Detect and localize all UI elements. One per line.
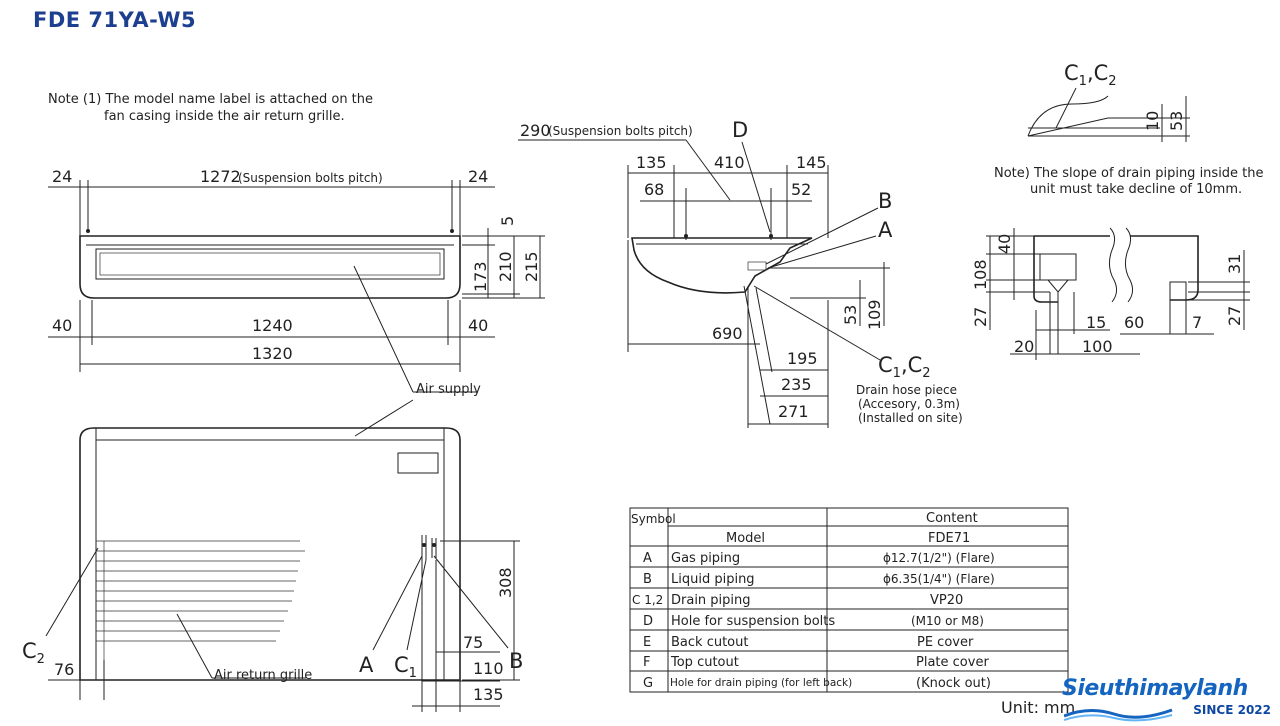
table-header-symbol: Symbol (631, 512, 676, 526)
dim-53-slope: 53 (1167, 111, 1186, 131)
dim-1272: 1272 (200, 167, 241, 186)
label-c1c2-side: C1,C2 (878, 353, 931, 381)
table-row-item: Hole for drain piping (for left back) (670, 677, 852, 689)
dim-109: 109 (865, 299, 884, 330)
table-header-content: Content (926, 511, 978, 526)
drain-hose-line3: (Installed on site) (858, 411, 963, 425)
dim-40-left: 40 (52, 316, 72, 335)
dim-60: 60 (1124, 313, 1144, 332)
dim-290-note: (Suspension bolts pitch) (548, 124, 693, 138)
dim-75: 75 (463, 633, 483, 652)
note-slope-line1: Note) The slope of drain piping inside t… (994, 166, 1264, 181)
table-row-symbol: E (643, 635, 651, 650)
dim-1272-note: (Suspension bolts pitch) (238, 171, 383, 185)
dim-135-side: 135 (636, 153, 667, 172)
table-model-label: Model (726, 531, 765, 546)
drain-hose-line1: Drain hose piece (856, 383, 957, 397)
dim-10: 10 (1143, 111, 1162, 131)
table-row-item: Gas piping (671, 551, 740, 566)
label-c2: C2 (22, 639, 45, 667)
dim-235: 235 (781, 375, 812, 394)
bottom-view: 308 76 75 110 135 C2 Air return grille A… (22, 427, 523, 712)
table-row-symbol: G (643, 676, 653, 691)
model-title: FDE 71YA-W5 (33, 8, 197, 32)
table-row-symbol: A (643, 551, 652, 566)
table-row-value: ϕ6.35(1/4") (Flare) (883, 572, 995, 586)
table-row-symbol: D (643, 614, 653, 629)
side-view: 290 (Suspension bolts pitch) D 135 410 1… (518, 118, 963, 428)
dim-210: 210 (496, 251, 515, 282)
dim-40-detail: 40 (995, 234, 1014, 254)
table-row-item: Hole for suspension bolts (671, 614, 835, 629)
table-row-item: Top cutout (670, 655, 739, 670)
dim-7: 7 (1192, 313, 1202, 332)
dim-15: 15 (1086, 313, 1106, 332)
dim-27-left: 27 (971, 307, 990, 327)
dim-690: 690 (712, 324, 743, 343)
spec-table: Symbol Content Model FDE71 A Gas piping … (629, 507, 1069, 693)
air-supply-label: Air supply (416, 382, 481, 397)
dim-31: 31 (1225, 254, 1244, 274)
dim-410: 410 (714, 153, 745, 172)
note-slope-line2: unit must take decline of 10mm. (1030, 182, 1242, 197)
table-row-value: (M10 or M8) (911, 614, 984, 628)
dim-195: 195 (787, 349, 818, 368)
dim-20: 20 (1014, 337, 1034, 356)
brand-logo: Sieuthimaylanh SINCE 2022 (1062, 676, 1277, 722)
table-row-value: Plate cover (916, 655, 989, 670)
dim-271: 271 (778, 402, 809, 421)
table-row-value: (Knock out) (916, 676, 991, 691)
dim-27-right: 27 (1225, 306, 1244, 326)
table-row-value: PE cover (917, 635, 974, 650)
table-row-item: Drain piping (671, 593, 751, 608)
dim-290: 290 (520, 121, 551, 140)
unit-label: Unit: mm (1001, 698, 1075, 717)
table-row-symbol: B (643, 572, 652, 587)
dim-100: 100 (1082, 337, 1113, 356)
label-b-side: B (878, 189, 892, 213)
logo-tagline: SINCE 2022 (1193, 703, 1271, 717)
label-c1c2-slope: C1,C2 (1064, 61, 1117, 89)
label-d: D (732, 118, 748, 142)
table-row-item: Back cutout (671, 635, 748, 650)
dim-76: 76 (54, 660, 74, 679)
dim-40-right: 40 (468, 316, 488, 335)
dim-24-right: 24 (468, 167, 488, 186)
label-b: B (509, 649, 523, 673)
table-row-symbol: C 1,2 (632, 593, 663, 607)
slope-detail: C1,C2 10 53 (1027, 61, 1190, 142)
dim-173: 173 (471, 261, 490, 292)
table-row-value: VP20 (930, 593, 963, 608)
dim-108: 108 (971, 259, 990, 290)
label-a-side: A (878, 218, 893, 242)
dim-24-left: 24 (52, 167, 72, 186)
table-model-value: FDE71 (928, 531, 970, 546)
logo-name: Sieuthimaylanh (1062, 676, 1248, 701)
dim-5: 5 (498, 216, 517, 226)
table-row-item: Liquid piping (671, 572, 755, 587)
note1-line2: fan casing inside the air return grille. (104, 109, 345, 124)
dim-135: 135 (473, 685, 504, 704)
dim-1320: 1320 (252, 344, 293, 363)
table-row-symbol: F (643, 655, 650, 670)
air-return-label: Air return grille (214, 668, 312, 683)
dim-215: 215 (522, 251, 541, 282)
label-a: A (359, 653, 374, 677)
wave-icon (1064, 708, 1173, 722)
front-view: 24 1272 (Suspension bolts pitch) 24 5 17… (48, 167, 545, 437)
detail-view: 40 108 27 15 20 100 60 7 31 27 (971, 227, 1250, 360)
table-row-value: ϕ12.7(1/2") (Flare) (883, 551, 995, 565)
dim-308: 308 (496, 567, 515, 598)
dim-52: 52 (791, 180, 811, 199)
dim-1240: 1240 (252, 316, 293, 335)
dim-145: 145 (796, 153, 827, 172)
dim-110: 110 (473, 659, 504, 678)
dim-68: 68 (644, 180, 664, 199)
drain-hose-line2: (Accesory, 0.3m) (858, 397, 960, 411)
dim-53-side: 53 (841, 305, 860, 325)
note1-line1: Note (1) The model name label is attache… (48, 92, 373, 107)
label-c1: C1 (394, 653, 417, 681)
